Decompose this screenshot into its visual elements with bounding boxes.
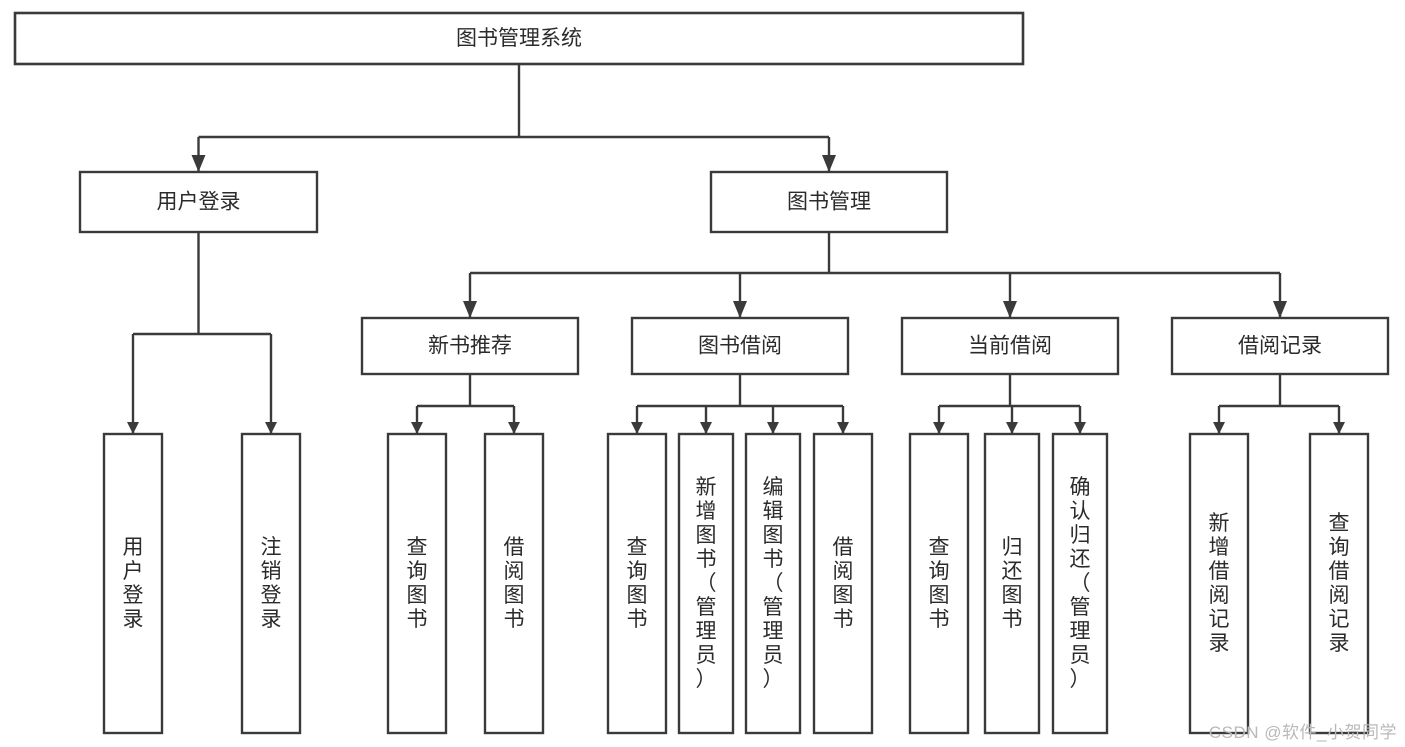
node-borrow-record-box bbox=[1170, 316, 1390, 376]
node-leaf-query-book-1-box bbox=[386, 432, 448, 735]
node-leaf-logout-box bbox=[240, 432, 302, 735]
arrow-head-icon bbox=[1003, 301, 1017, 318]
node-leaf-query-book-3[interactable]: 查询图书 bbox=[908, 432, 970, 735]
node-leaf-query-book-2[interactable]: 查询图书 bbox=[606, 432, 668, 735]
node-user-login[interactable]: 用户登录 bbox=[78, 170, 319, 234]
node-leaf-edit-book-label: 编辑图书（管理员） bbox=[763, 476, 784, 691]
arrow-head-icon bbox=[1333, 422, 1345, 434]
node-borrow-record[interactable]: 借阅记录 bbox=[1170, 316, 1390, 376]
node-leaf-query-book-2-box bbox=[606, 432, 668, 735]
node-root-box bbox=[13, 11, 1025, 66]
node-leaf-query-book-3-label: 查询图书 bbox=[929, 536, 950, 631]
node-user-login-box bbox=[78, 170, 319, 234]
arrow-head-icon bbox=[191, 155, 206, 172]
node-leaf-borrow-book-1-box bbox=[483, 432, 545, 735]
node-leaf-query-record[interactable]: 查询借阅记录 bbox=[1308, 432, 1370, 735]
arrow-head-icon bbox=[837, 422, 849, 434]
node-new-book-recommend-box bbox=[360, 316, 580, 376]
arrow-head-icon bbox=[822, 155, 836, 172]
node-layer: 图书管理系统用户登录图书管理新书推荐图书借阅当前借阅借阅记录用户登录注销登录查询… bbox=[13, 11, 1390, 735]
node-book-borrow[interactable]: 图书借阅 bbox=[630, 316, 850, 376]
connector-layer bbox=[127, 64, 1345, 434]
node-leaf-return-book-box bbox=[983, 432, 1041, 735]
arrow-head-icon bbox=[733, 301, 747, 318]
node-leaf-borrow-book-2[interactable]: 借阅图书 bbox=[812, 432, 874, 735]
node-leaf-query-book-1[interactable]: 查询图书 bbox=[386, 432, 448, 735]
arrow-head-icon bbox=[127, 422, 139, 434]
node-leaf-query-book-3-box bbox=[908, 432, 970, 735]
node-book-borrow-label: 图书借阅 bbox=[698, 335, 782, 358]
csdn-watermark: CSDN @软件_小贺同学 bbox=[1208, 723, 1397, 742]
node-root-label: 图书管理系统 bbox=[456, 27, 582, 50]
arrow-head-icon bbox=[700, 422, 712, 434]
node-leaf-query-record-label: 查询借阅记录 bbox=[1329, 512, 1350, 655]
node-leaf-add-book-box bbox=[677, 432, 735, 735]
arrow-head-icon bbox=[411, 422, 423, 434]
node-current-borrow-box bbox=[900, 316, 1120, 376]
arrow-head-icon bbox=[767, 422, 779, 434]
node-root[interactable]: 图书管理系统 bbox=[13, 11, 1025, 66]
node-leaf-return-book[interactable]: 归还图书 bbox=[983, 432, 1041, 735]
node-leaf-query-book-2-label: 查询图书 bbox=[627, 536, 648, 631]
arrow-head-icon bbox=[1273, 301, 1287, 318]
node-book-management-label: 图书管理 bbox=[787, 191, 871, 214]
node-book-borrow-box bbox=[630, 316, 850, 376]
node-leaf-add-record-box bbox=[1188, 432, 1250, 735]
node-leaf-query-book-1-label: 查询图书 bbox=[407, 536, 428, 631]
node-leaf-borrow-book-2-box bbox=[812, 432, 874, 735]
node-leaf-logout[interactable]: 注销登录 bbox=[240, 432, 302, 735]
node-current-borrow[interactable]: 当前借阅 bbox=[900, 316, 1120, 376]
node-user-login-label: 用户登录 bbox=[157, 191, 241, 214]
arrow-head-icon bbox=[631, 422, 643, 434]
node-current-borrow-label: 当前借阅 bbox=[968, 335, 1052, 358]
node-leaf-confirm-return[interactable]: 确认归还（管理员） bbox=[1051, 432, 1109, 735]
node-new-book-recommend-label: 新书推荐 bbox=[428, 335, 512, 358]
arrow-head-icon bbox=[1074, 422, 1086, 434]
arrow-head-icon bbox=[1006, 422, 1018, 434]
node-leaf-borrow-book-1[interactable]: 借阅图书 bbox=[483, 432, 545, 735]
node-borrow-record-label: 借阅记录 bbox=[1238, 335, 1322, 358]
node-leaf-borrow-book-2-label: 借阅图书 bbox=[833, 536, 854, 631]
node-leaf-logout-label: 注销登录 bbox=[261, 536, 282, 631]
node-leaf-user-login-label: 用户登录 bbox=[123, 536, 144, 631]
arrow-head-icon bbox=[933, 422, 945, 434]
arrow-head-icon bbox=[265, 422, 277, 434]
node-leaf-confirm-return-label: 确认归还（管理员） bbox=[1070, 476, 1091, 691]
node-leaf-return-book-label: 归还图书 bbox=[1002, 536, 1023, 631]
node-leaf-query-record-box bbox=[1308, 432, 1370, 735]
node-book-management-box bbox=[709, 170, 949, 234]
node-leaf-edit-book-box bbox=[744, 432, 802, 735]
node-leaf-user-login[interactable]: 用户登录 bbox=[102, 432, 164, 735]
node-leaf-confirm-return-box bbox=[1051, 432, 1109, 735]
node-leaf-borrow-book-1-label: 借阅图书 bbox=[504, 536, 525, 631]
node-leaf-user-login-box bbox=[102, 432, 164, 735]
arrow-head-icon bbox=[508, 422, 520, 434]
node-new-book-recommend[interactable]: 新书推荐 bbox=[360, 316, 580, 376]
node-leaf-edit-book[interactable]: 编辑图书（管理员） bbox=[744, 432, 802, 735]
node-leaf-add-book[interactable]: 新增图书（管理员） bbox=[677, 432, 735, 735]
arrow-head-icon bbox=[463, 301, 477, 318]
node-leaf-add-record-label: 新增借阅记录 bbox=[1209, 512, 1230, 655]
node-leaf-add-book-label: 新增图书（管理员） bbox=[696, 476, 717, 691]
arrow-head-icon bbox=[1213, 422, 1225, 434]
node-book-management[interactable]: 图书管理 bbox=[709, 170, 949, 234]
node-leaf-add-record[interactable]: 新增借阅记录 bbox=[1188, 432, 1250, 735]
